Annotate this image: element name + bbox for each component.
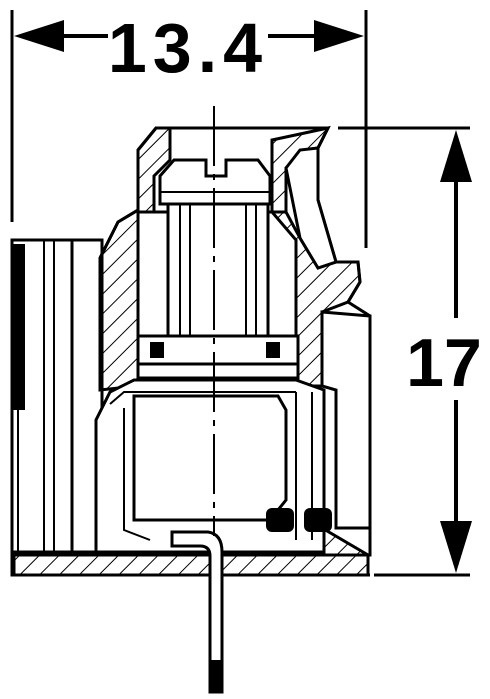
clamp-plate-tab-left	[150, 342, 164, 358]
width-dimension: 13.4	[10, 9, 368, 248]
clamp-box	[132, 394, 288, 522]
housing-top-left-cap	[136, 126, 172, 214]
width-arrow-right-icon	[314, 20, 364, 52]
seal-block-left	[266, 508, 294, 532]
width-arrow-left-icon	[14, 20, 64, 52]
housing-right-wall	[320, 310, 372, 530]
housing-base	[12, 525, 370, 577]
clamp-cage	[94, 334, 332, 694]
side-panel-black-strip	[13, 244, 25, 410]
clamp-screw	[154, 158, 286, 350]
height-dimension-label: 17	[406, 325, 482, 401]
clamp-box-inner-edge	[123, 408, 151, 541]
clamp-bar	[136, 362, 300, 380]
side-panel	[10, 238, 104, 554]
housing-left-wall	[98, 207, 140, 392]
height-arrow-down-icon	[440, 521, 472, 573]
latch-finger	[284, 146, 338, 270]
clamp-plate-tab-right	[266, 342, 280, 358]
height-dimension: 17	[338, 126, 482, 577]
height-arrow-up-icon	[440, 130, 472, 182]
screw-shaft	[166, 202, 270, 350]
housing-body	[10, 125, 372, 577]
seal-block-right	[304, 508, 332, 532]
clamp-box-outer-edge	[109, 391, 296, 405]
solder-pin-tip	[210, 660, 222, 692]
width-dimension-label: 13.4	[108, 9, 268, 87]
